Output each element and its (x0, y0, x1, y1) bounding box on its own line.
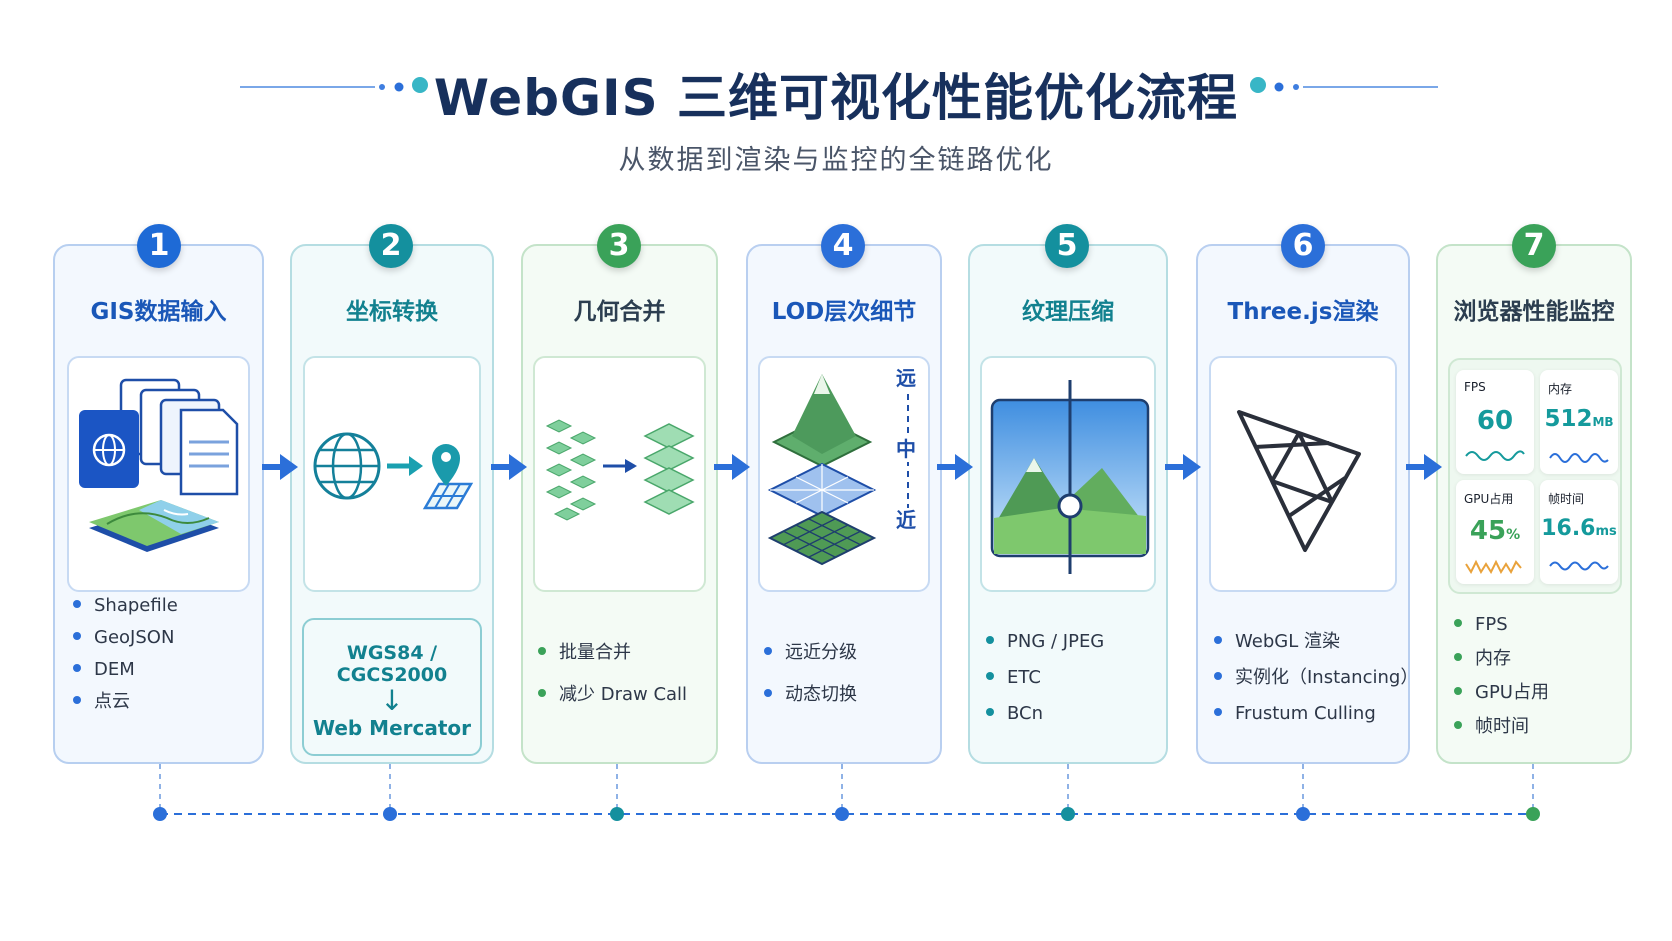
step-title: 坐标转换 (346, 299, 438, 325)
list-item: GPU占用 (1454, 676, 1549, 710)
timeline-dot (153, 807, 1540, 821)
step-bullet-list: PNG / JPEG ETC BCn (986, 624, 1104, 732)
step-title: 浏览器性能监控 (1453, 299, 1615, 325)
list-item: WebGL 渲染 (1214, 624, 1418, 660)
step-illustration (67, 356, 250, 592)
step-illustration (533, 356, 706, 592)
list-item: Frustum Culling (1214, 696, 1418, 732)
title-decoration-right (1250, 77, 1438, 93)
list-item: 动态切换 (764, 674, 857, 716)
step-bullet-list: FPS 内存 GPU占用 帧时间 (1454, 608, 1549, 744)
timeline (153, 764, 1540, 821)
list-item: 远近分级 (764, 632, 857, 674)
step-number-badge: 2 (369, 224, 413, 268)
flow-arrow-icon (1165, 454, 1201, 480)
list-item: 减少 Draw Call (538, 674, 687, 716)
page-subtitle: 从数据到渲染与监控的全链路优化 (618, 145, 1054, 176)
list-item: Shapefile (73, 590, 178, 622)
flow-arrow-icon (262, 454, 298, 480)
step-illustration (1209, 356, 1397, 592)
flow-arrow-icon (491, 454, 527, 480)
title-decoration-left (240, 77, 428, 93)
step-title: 纹理压缩 (1022, 299, 1114, 325)
step-title: 几何合并 (573, 299, 666, 325)
source-crs: WGS84 / CGCS2000 (336, 642, 448, 686)
monitor-dashboard-icon: FPS 60 内存 512MB GPU占用 45% 帧时间 16.6ms (1448, 358, 1622, 594)
globe-to-map-icon (313, 432, 474, 510)
step-bullet-list: 远近分级 动态切换 (764, 632, 857, 716)
lod-label-far: 远 (896, 366, 916, 390)
lod-label-mid: 中 (896, 433, 916, 462)
list-item: 帧时间 (1454, 710, 1549, 744)
merge-tiles-icon (545, 419, 695, 521)
step-bullet-list: WebGL 渲染 实例化（Instancing） Frustum Culling (1214, 624, 1418, 732)
list-item: FPS (1454, 608, 1549, 642)
flow-arrow-icon (714, 454, 750, 480)
lod-label-near: 近 (896, 508, 916, 532)
conversion-arrow-icon: ↓ (380, 684, 404, 717)
step-illustration (980, 356, 1156, 592)
step-number-badge: 6 (1281, 224, 1325, 268)
list-item: 内存 (1454, 642, 1549, 676)
metric-frame-time: 帧时间 16.6ms (1540, 480, 1618, 584)
step-number-badge: 7 (1512, 224, 1556, 268)
step-number-badge: 3 (597, 224, 641, 268)
list-item: PNG / JPEG (986, 624, 1104, 660)
list-item: 实例化（Instancing） (1214, 660, 1418, 696)
coordinate-conversion-box: WGS84 / CGCS2000 ↓ Web Mercator (302, 618, 482, 756)
step-illustration: 远 中 近 (758, 356, 930, 592)
triangle-mesh-icon (1237, 410, 1361, 552)
lod-layers-icon (767, 374, 909, 566)
data-files-icon (79, 378, 239, 552)
list-item: DEM (73, 654, 178, 686)
list-item: 点云 (73, 686, 178, 718)
metric-memory: 内存 512MB (1540, 370, 1618, 474)
step-illustration (303, 356, 481, 592)
list-item: GeoJSON (73, 622, 178, 654)
step-title: Three.js渲染 (1227, 299, 1379, 325)
page-title: WebGIS 三维可视化性能优化流程 (433, 69, 1239, 127)
step-title: GIS数据输入 (90, 299, 227, 325)
metric-gpu: GPU占用 45% (1456, 480, 1534, 584)
list-item: 批量合并 (538, 632, 687, 674)
metric-fps: FPS 60 (1456, 370, 1534, 474)
step-number-badge: 4 (821, 224, 865, 268)
list-item: ETC (986, 660, 1104, 696)
step-bullet-list: 批量合并 减少 Draw Call (538, 632, 687, 716)
step-number-badge: 1 (137, 224, 181, 268)
step-bullet-list: Shapefile GeoJSON DEM 点云 (73, 590, 178, 718)
step-title: LOD层次细节 (771, 299, 917, 325)
flow-arrow-icon (937, 454, 973, 480)
texture-compare-icon (990, 380, 1150, 574)
step-number-badge: 5 (1045, 224, 1089, 268)
target-crs: Web Mercator (312, 716, 472, 740)
list-item: BCn (986, 696, 1104, 732)
flow-arrow-icon (1406, 454, 1442, 480)
